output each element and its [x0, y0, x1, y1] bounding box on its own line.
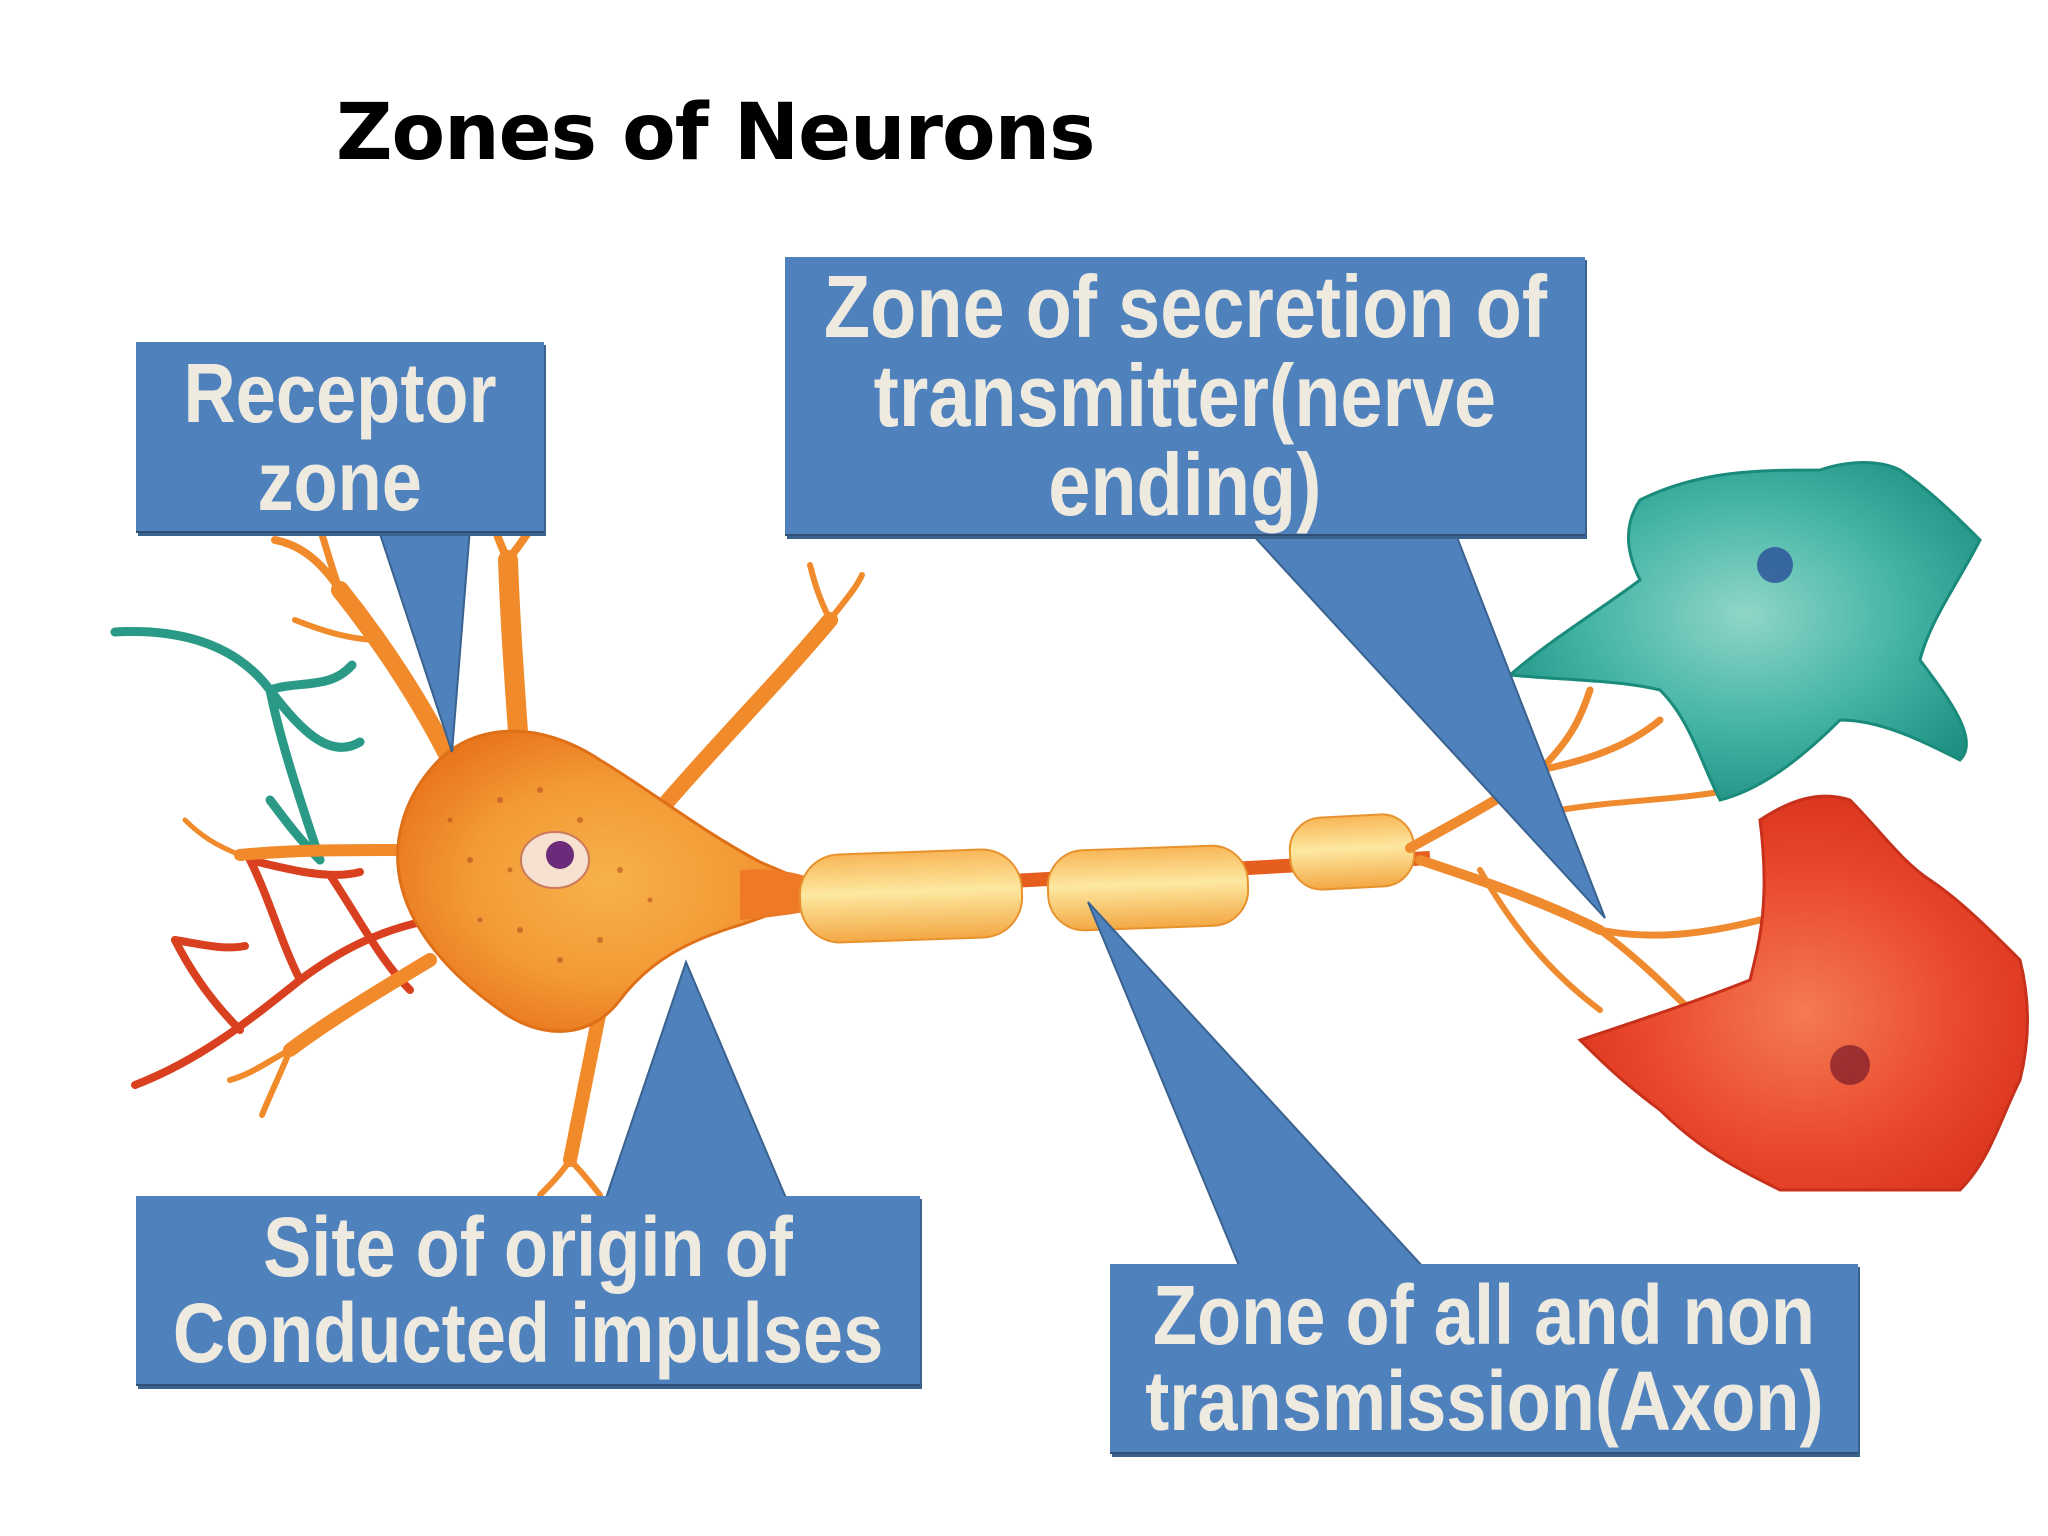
callout-pointers: [376, 527, 1606, 1269]
axon-hillock: [740, 869, 815, 920]
callout-line: transmitter(nerve: [873, 346, 1497, 445]
callout-line: ending): [1048, 435, 1322, 534]
red-neuron-nucleus: [1830, 1045, 1870, 1085]
origin-pointer: [604, 959, 788, 1199]
callout-line: Conducted impulses: [172, 1286, 884, 1380]
secretion-zone-callout: Zone of secretion of transmitter(nerve e…: [785, 257, 1585, 536]
callout-line: Zone of all and non: [1152, 1268, 1816, 1362]
soma-body: [396, 729, 818, 1033]
receptor-zone-callout: Receptor zone: [136, 342, 544, 533]
slide-title: Zones of Neurons: [336, 88, 1096, 178]
callout-line: Zone of secretion of: [823, 257, 1547, 356]
callout-line: Site of origin of: [263, 1200, 793, 1294]
myelin-sheath: [798, 813, 1416, 944]
teal-neuron-body: [1506, 461, 1982, 802]
teal-input-fibers: [110, 627, 365, 865]
soma-nucleolus: [546, 841, 574, 869]
axon-zone-callout: Zone of all and non transmission(Axon): [1110, 1264, 1858, 1454]
soma-speckles: [447, 787, 653, 963]
callout-line: zone: [257, 433, 423, 528]
callout-line: Receptor: [183, 345, 497, 440]
axon-pointer: [1087, 901, 1427, 1269]
teal-neuron-nucleus: [1757, 547, 1793, 583]
red-neuron-body: [1577, 794, 2029, 1192]
soma-dendrites: [182, 508, 865, 1198]
callout-line: transmission(Axon): [1144, 1354, 1824, 1448]
red-dendrites: [131, 856, 434, 1089]
impulse-origin-callout: Site of origin of Conducted impulses: [136, 1196, 920, 1386]
